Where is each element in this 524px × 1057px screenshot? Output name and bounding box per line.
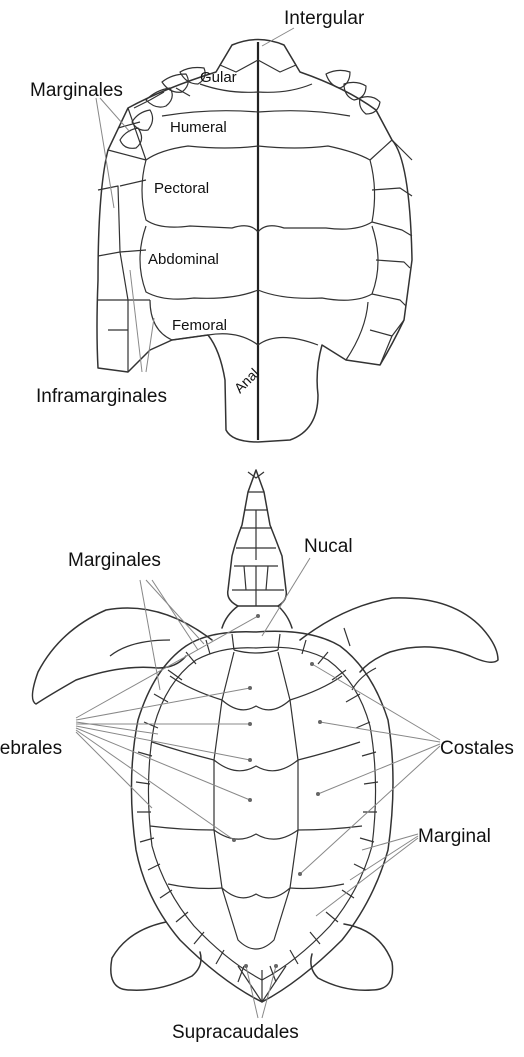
marginales-pointer-c: [152, 580, 198, 650]
carapace-diagram: Marginales Nucal Vertebrales Costales Ma…: [0, 470, 514, 1043]
label-nucal: Nucal: [304, 536, 353, 557]
marginales-pointer-a: [140, 580, 160, 690]
vertebral-scutes: [214, 652, 298, 949]
costal-seams-left: [150, 676, 222, 889]
left-front-flipper-inner: [110, 640, 170, 656]
vertebrales-pointer-7: [76, 730, 234, 840]
label-supracaudales: Supracaudales: [172, 1022, 299, 1043]
label-femoral: Femoral: [172, 317, 227, 334]
marginal-pointer-2: [350, 836, 418, 880]
left-rear-flipper: [111, 922, 201, 990]
humeral-seam: [162, 111, 350, 116]
marginales-pointer-2: [100, 98, 130, 132]
marginal-pointer-3: [316, 838, 418, 916]
costal-seams-right: [290, 676, 362, 889]
inframarginales-pointer-1: [130, 270, 142, 372]
label-intergular: Intergular: [284, 8, 365, 29]
label-marginales-carapace: Marginales: [68, 550, 161, 571]
label-costales: Costales: [440, 738, 514, 759]
nuchal-scute: [234, 650, 278, 653]
label-vertebrales: Vertebrales: [0, 738, 62, 759]
turtle-head: [228, 470, 287, 606]
label-abdominal: Abdominal: [148, 251, 219, 268]
costales-pointer-3: [318, 744, 440, 794]
label-pectoral: Pectoral: [154, 180, 209, 197]
label-humeral: Humeral: [170, 119, 227, 136]
label-gular: Gular: [200, 69, 237, 86]
marginales-pointer-1: [96, 98, 114, 208]
vertebrales-pointer-5: [76, 726, 250, 760]
pectoral-right: [258, 160, 375, 232]
supracaudales-pointer-2: [262, 966, 276, 1018]
label-marginales-plastron: Marginales: [30, 80, 123, 101]
vertebrales-pointer-2: [76, 688, 250, 720]
pointer-arrowheads: [232, 614, 322, 968]
label-inframarginales: Inframarginales: [36, 386, 167, 407]
nucal-pointer: [262, 558, 310, 636]
femoral-right: [346, 302, 368, 360]
label-marginal: Marginal: [418, 826, 491, 847]
plastron-diagram: Intergular Marginales Gular Humeral Pect…: [30, 8, 412, 442]
inframarginales-pointer-2: [146, 318, 154, 372]
costales-pointer-1: [312, 664, 440, 740]
abdominal-right: [258, 226, 378, 300]
vertebrales-pointer-6: [76, 728, 250, 800]
costales-pointer-2: [320, 722, 440, 742]
carapace-inner-ring: [148, 647, 375, 980]
right-marginals: [370, 110, 412, 365]
supracaudal-scutes: [238, 966, 286, 1002]
anal-seam: [208, 334, 318, 345]
